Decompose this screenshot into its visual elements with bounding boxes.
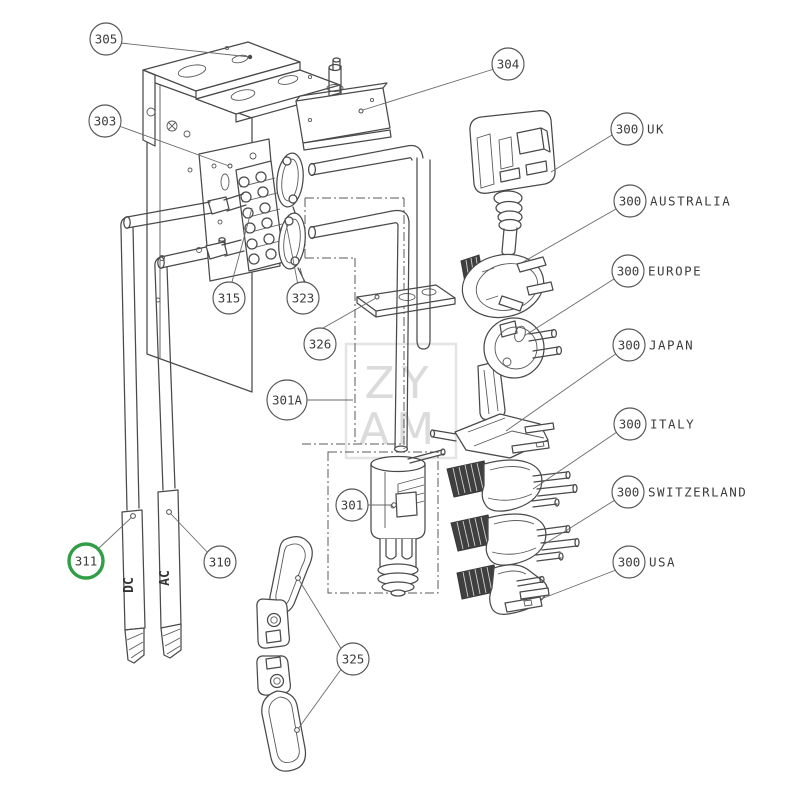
- callout-305: 305: [89, 22, 123, 56]
- svg-text:301: 301: [341, 498, 364, 513]
- plug-italy: [446, 459, 578, 512]
- plug-japan: [429, 413, 555, 459]
- leader-lines: [97, 42, 618, 733]
- label-europe: EUROPE: [648, 264, 702, 279]
- callout-326: 326: [303, 327, 337, 361]
- callout-300-switzerland: 300 SWITZERLAND: [611, 475, 747, 509]
- svg-text:300: 300: [617, 264, 640, 279]
- support-plate-326: [356, 284, 456, 318]
- callout-315: 315: [212, 281, 246, 315]
- svg-text:305: 305: [95, 32, 118, 47]
- callout-323: 323: [286, 281, 320, 315]
- svg-text:315: 315: [218, 291, 241, 306]
- callout-310: 310: [203, 545, 237, 579]
- bracket-305: [142, 41, 341, 147]
- green-highlight-ring: [67, 542, 105, 580]
- cable-clamps-323: [276, 152, 306, 283]
- callout-301a: 301A: [266, 379, 308, 421]
- svg-text:300: 300: [617, 485, 640, 500]
- electrode-left-311: DC: [120, 193, 247, 664]
- callouts: 305 303 304 300 UK 300 AUSTRALIA 300 EUR…: [67, 22, 747, 676]
- callout-300-uk: 300 UK: [610, 112, 665, 146]
- svg-text:300: 300: [619, 417, 642, 432]
- svg-text:310: 310: [209, 555, 232, 570]
- electrode-right-310: AC: [154, 239, 245, 659]
- svg-text:303: 303: [94, 114, 117, 129]
- svg-text:311: 311: [75, 554, 98, 569]
- svg-text:323: 323: [292, 291, 315, 306]
- label-uk: UK: [647, 122, 665, 137]
- label-usa: USA: [649, 555, 676, 570]
- heating-element-301: [370, 448, 446, 597]
- terminal-block-315: [235, 160, 285, 272]
- microswitch-304: [295, 57, 392, 151]
- label-switzerland: SWITZERLAND: [648, 485, 747, 500]
- svg-text:300: 300: [616, 122, 639, 137]
- callout-300-usa: 300 USA: [612, 545, 676, 579]
- bent-tube-short: [307, 209, 410, 453]
- svg-text:325: 325: [342, 652, 365, 667]
- ac-marking: AC: [158, 570, 173, 586]
- label-australia: AUSTRALIA: [650, 194, 731, 209]
- watermark-line2: AM: [359, 404, 441, 455]
- plug-usa: [456, 564, 550, 615]
- svg-text:300: 300: [618, 338, 641, 353]
- watermark: ZY AM: [344, 342, 458, 460]
- callout-303: 303: [88, 104, 122, 138]
- callout-325: 325: [336, 642, 370, 676]
- handle-levers-325: [256, 536, 313, 772]
- watermark-line1: ZY: [364, 358, 435, 409]
- plug-australia: [460, 253, 554, 319]
- callout-300-europe: 300 EUROPE: [611, 254, 702, 288]
- dc-marking: DC: [122, 577, 137, 593]
- heater-dashed-box: [327, 451, 439, 594]
- callout-300-japan: 300 JAPAN: [612, 328, 694, 362]
- plug-switzerland: [450, 513, 580, 566]
- label-italy: ITALY: [650, 417, 695, 432]
- svg-text:300: 300: [619, 194, 642, 209]
- callout-311-highlighted: 311: [67, 542, 105, 580]
- plug-uk: [469, 110, 556, 256]
- svg-text:326: 326: [309, 337, 332, 352]
- plug-europe: [477, 317, 563, 421]
- svg-text:301A: 301A: [272, 393, 303, 408]
- callout-304: 304: [491, 47, 525, 81]
- bent-tube-long: [307, 144, 431, 350]
- callout-300-italy: 300 ITALY: [613, 407, 695, 441]
- callout-300-australia: 300 AUSTRALIA: [613, 184, 731, 218]
- svg-text:304: 304: [497, 57, 520, 72]
- svg-text:300: 300: [618, 555, 641, 570]
- label-japan: JAPAN: [649, 338, 694, 353]
- callout-301: 301: [335, 488, 369, 522]
